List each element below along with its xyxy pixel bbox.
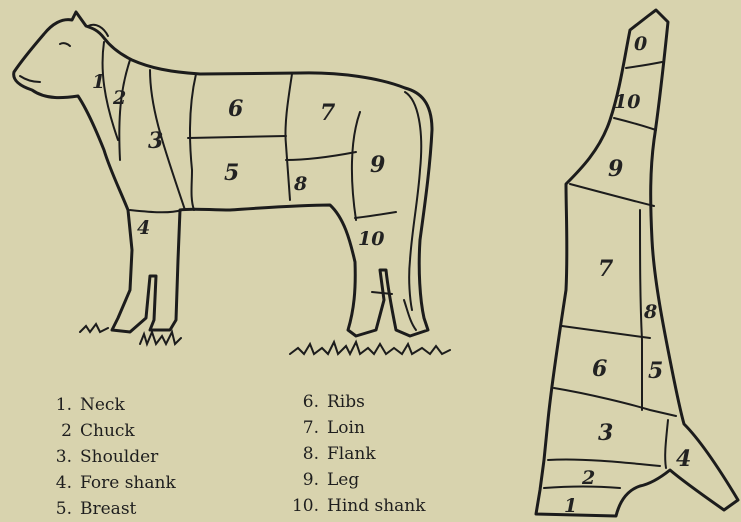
calf-label-9: 9 [370,152,385,178]
calf-label-1: 1 [92,71,105,93]
legend-item-flank: 8. Flank [283,441,426,467]
side-label-8: 8 [643,301,657,323]
cut-line-chuck [119,60,130,160]
legend-number: 5. [42,496,72,522]
legend-name: Chuck [80,421,135,441]
calf-drawing: 1 2 3 4 5 6 7 8 9 10 [14,12,450,354]
legend-item-leg: 9. Leg [283,467,426,493]
side-label-1: 1 [564,495,577,517]
cut-line-ribs-front [190,74,196,210]
legend-name: Flank [327,444,376,464]
cut-line-foreshank [130,210,182,212]
legend-name: Breast [80,499,136,519]
legend-name: Neck [80,395,125,415]
legend-number: 7. [283,415,319,441]
grass-front [80,324,181,344]
calf-eye [60,43,70,46]
cut-line-leg-front [352,112,360,220]
cut-line-flank-top [286,152,356,160]
legend-item-ribs: 6. Ribs [283,389,426,415]
side-cut-6-3 [554,388,676,416]
side-cut-3-2 [548,459,660,466]
legend-number: 3. [42,444,72,470]
legend-item-neck: 1. Neck [42,392,176,418]
side-cut-3-4 [665,420,668,468]
legend-item-loin: 7. Loin [283,415,426,441]
side-label-0: 0 [634,33,647,55]
side-drawing: 0 10 9 7 8 6 5 3 4 2 1 [536,10,738,517]
cut-line-ribs-bottom [188,136,286,138]
calf-label-7: 7 [320,100,336,126]
legend-number: 2 [42,418,72,444]
calf-label-4: 4 [137,217,150,239]
side-outline [536,10,738,516]
cut-line-loin-front [285,74,292,200]
legend-number: 4. [42,470,72,496]
calf-mouth [20,76,40,82]
side-cut-9-7 [570,184,654,206]
side-label-5: 5 [648,358,663,384]
legend-item-chuck: 2 Chuck [42,418,176,444]
side-cut-7-6 [562,326,650,338]
legend-name: Leg [327,470,359,490]
calf-label-2: 2 [112,87,126,109]
legend-column-right: 6. Ribs 7. Loin 8. Flank 9. Leg 10. Hind shan… [283,389,426,519]
side-cut-8-left [640,210,642,410]
side-label-4: 4 [676,446,691,472]
legend-number: 6. [283,389,319,415]
legend-name: Ribs [327,392,365,412]
legend-column-left: 1. Neck 2 Chuck 3. Shoulder 4. Fore shank 5.… [42,392,176,522]
legend-item-hind-shank: 10. Hind shank [283,493,426,519]
legend-number: 9. [283,467,319,493]
legend-name: Hind shank [327,496,426,516]
legend-item-breast: 5. Breast [42,496,176,522]
grass-back [290,342,450,354]
calf-label-6: 6 [228,96,243,122]
legend-number: 1. [42,392,72,418]
legend-number: 10. [283,493,319,519]
side-label-9: 9 [608,156,623,182]
cut-line-leg-bottom [355,212,396,218]
side-label-10: 10 [614,91,640,113]
legend-item-fore-shank: 4. Fore shank [42,470,176,496]
side-label-3: 3 [598,420,613,446]
legend-item-shoulder: 3. Shoulder [42,444,176,470]
side-label-2: 2 [581,467,595,489]
legend-name: Fore shank [80,473,176,493]
side-label-6: 6 [592,356,607,382]
side-cut-10-9 [614,118,656,130]
legend-name: Shoulder [80,447,158,467]
calf-label-5: 5 [224,160,239,186]
calf-label-8: 8 [293,173,307,195]
legend-name: Loin [327,418,365,438]
side-cut-0-10 [626,62,662,68]
side-label-7: 7 [598,256,614,282]
calf-label-3: 3 [148,128,163,154]
legend-number: 8. [283,441,319,467]
calf-label-10: 10 [358,228,384,250]
